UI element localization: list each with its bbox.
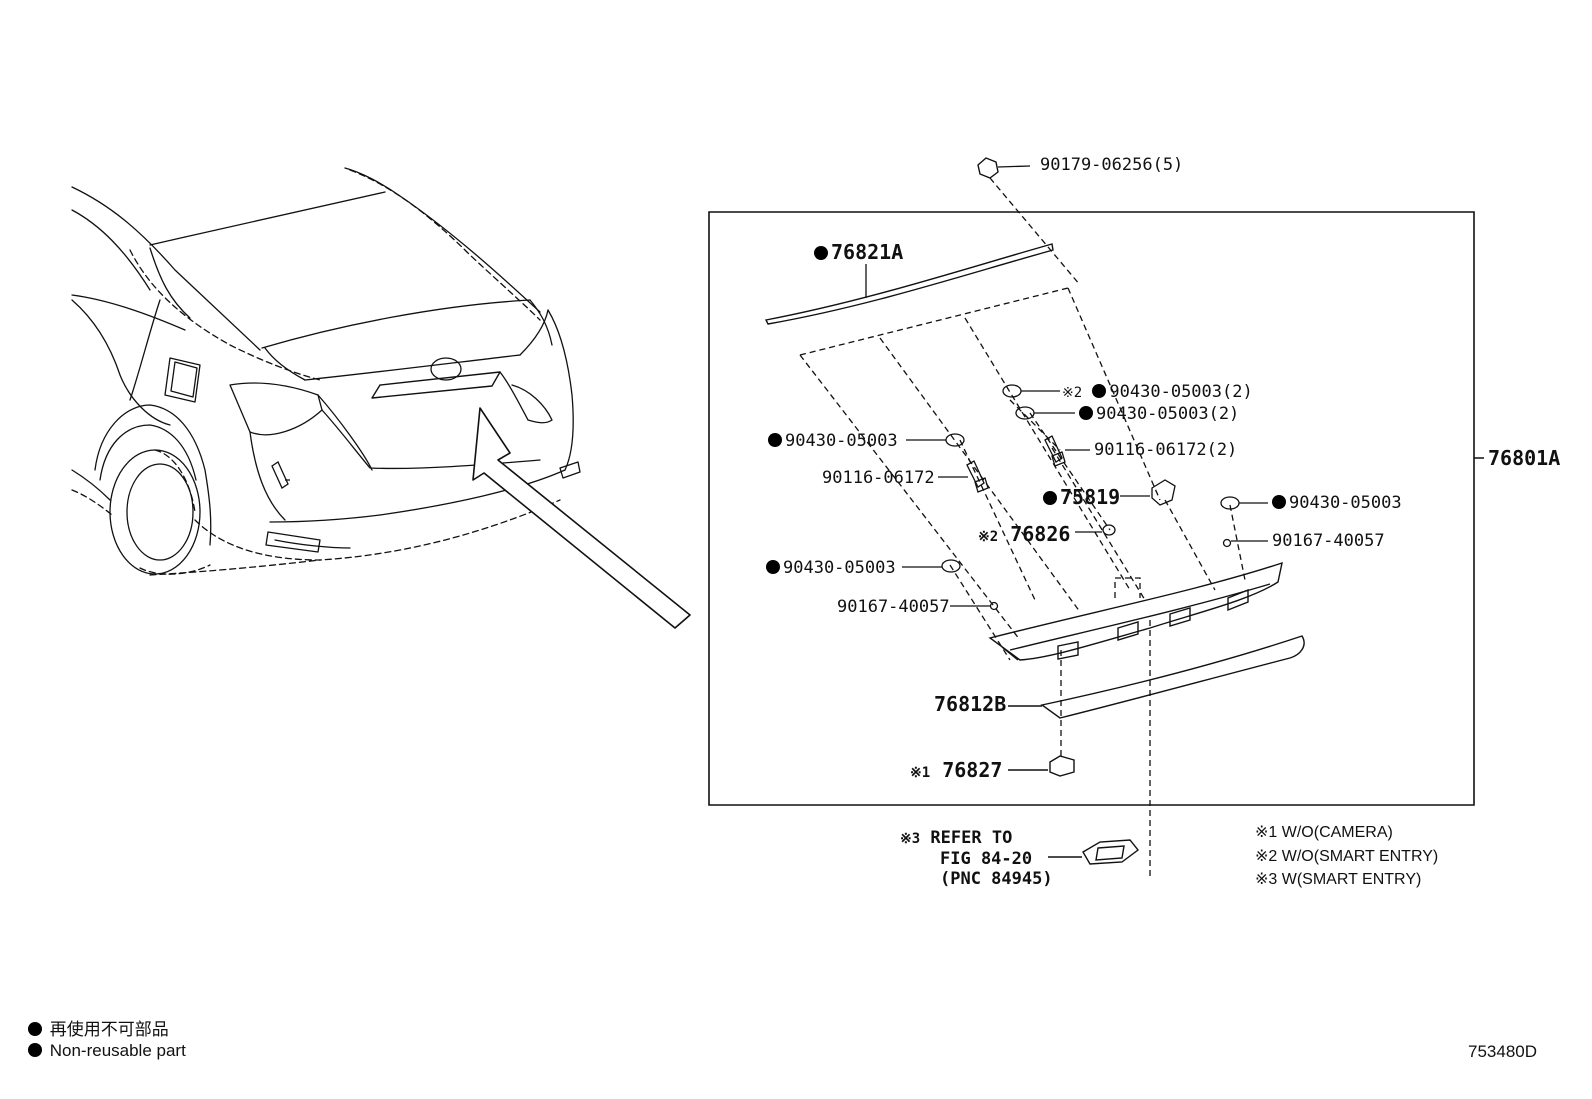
label-76827-text: 76827	[942, 758, 1003, 782]
label-76801A: 76801A	[1488, 446, 1561, 470]
non-reusable-dot-icon	[28, 1022, 42, 1036]
legend-en: Non-reusable part	[28, 1041, 186, 1061]
non-reusable-dot-icon	[1092, 384, 1107, 398]
legend-jp: 再使用不可部品	[28, 1015, 169, 1040]
label-90430-b-text: 90430-05003(2)	[1096, 404, 1240, 424]
label-76821A-text: 76821A	[831, 240, 904, 264]
label-90430-05003-e: 90430-05003	[766, 558, 896, 578]
label-76812B: 76812B	[934, 692, 1007, 716]
switch-84945-drawing	[1048, 840, 1138, 864]
refer-line3: (PNC 84945)	[940, 869, 1053, 889]
label-90167-40057-b: 90167-40057	[837, 597, 950, 617]
fastener-drawings	[272, 385, 1268, 610]
mark-1: ※1	[910, 765, 931, 781]
note-1: ※1 W/O(CAMERA)	[1255, 824, 1393, 841]
refer-line2: FIG 84-20	[940, 849, 1033, 869]
non-reusable-dot-icon	[766, 560, 780, 574]
label-90430-c-text: 90430-05003	[785, 431, 898, 451]
label-90430-d-text: 90430-05003	[1289, 493, 1402, 513]
non-reusable-dot-icon	[1043, 491, 1057, 505]
garnish-76812B-drawing	[1008, 636, 1304, 718]
label-90167-40057-a: 90167-40057	[1272, 531, 1385, 551]
label-90430-05003-b: 90430-05003(2)	[1079, 404, 1239, 424]
label-90116-06172-b: 90116-06172	[822, 468, 935, 488]
legend-en-text: Non-reusable part	[49, 1041, 186, 1060]
mark-3: ※3	[900, 831, 921, 847]
label-76827: ※1 76827	[910, 758, 1002, 782]
label-90430-05003-a: ※2 90430-05003(2)	[1062, 382, 1253, 402]
label-90430-e-text: 90430-05003	[783, 558, 896, 578]
non-reusable-dot-icon	[1272, 495, 1286, 509]
clip-90179-drawing	[978, 158, 1080, 285]
label-76826-text: 76826	[1010, 522, 1071, 546]
assembly-box-76801A	[709, 212, 1474, 805]
refer-block: ※3 REFER TO FIG 84-20 (PNC 84945)	[900, 828, 1053, 889]
figure-id: 753480D	[1468, 1042, 1538, 1061]
label-90179-06256: 90179-06256(5)	[1040, 155, 1184, 175]
label-76826: ※2 76826	[978, 522, 1070, 546]
car-rear-illustration	[72, 168, 690, 628]
legend-jp-text: 再使用不可部品	[49, 1020, 169, 1039]
note-2: ※2 W/O(SMART ENTRY)	[1255, 848, 1439, 865]
non-reusable-dot-icon	[1079, 406, 1093, 420]
bracket-76827-drawing	[1008, 756, 1074, 776]
label-75819: 75819	[1043, 485, 1120, 509]
label-76821A: 76821A	[814, 240, 903, 264]
label-75819-text: 75819	[1060, 485, 1121, 509]
note-3: ※3 W(SMART ENTRY)	[1255, 871, 1422, 888]
garnish-mount-dashes	[285, 288, 1245, 880]
moulding-76821A-drawing	[766, 244, 1053, 324]
mark-2: ※2	[1062, 385, 1083, 401]
label-90116-06172-a: 90116-06172(2)	[1094, 440, 1238, 460]
non-reusable-dot-icon	[814, 246, 828, 260]
refer-line1: REFER TO	[930, 828, 1013, 848]
garnish-76801A-drawing	[990, 563, 1282, 660]
non-reusable-dot-icon	[28, 1043, 42, 1057]
label-90430-05003-c: 90430-05003	[768, 431, 898, 451]
mark-2b: ※2	[978, 529, 999, 545]
label-90430-a-text: 90430-05003(2)	[1109, 382, 1253, 402]
non-reusable-dot-icon	[768, 433, 782, 447]
label-90430-05003-d: 90430-05003	[1272, 493, 1402, 513]
